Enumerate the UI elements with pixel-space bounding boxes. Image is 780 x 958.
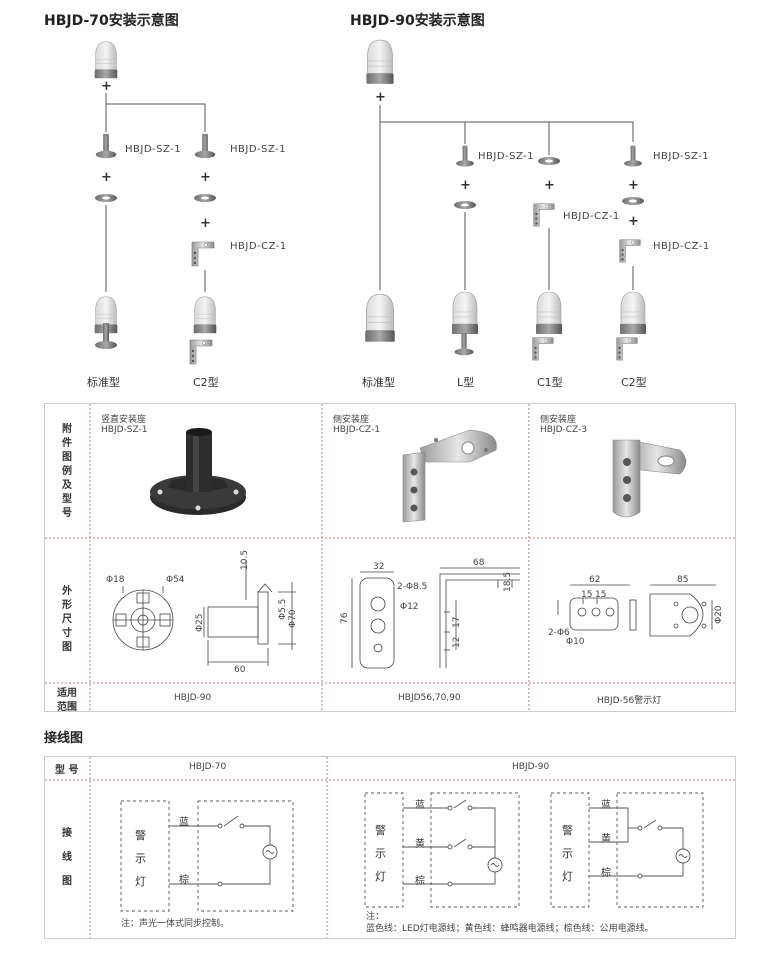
part-label-sz1: HBJD-SZ-1 (653, 151, 710, 162)
lamp-char: 灯 (562, 870, 573, 883)
lamp-char: 灯 (375, 870, 386, 883)
apply-value: HBJD56,70,90 (398, 693, 461, 703)
accessory-name: 侧安装座 (333, 415, 370, 425)
dim-label: Φ18 (106, 575, 125, 585)
plus-sign: + (628, 178, 639, 193)
cz1-photo (402, 429, 497, 523)
accessory-table-frame (44, 403, 736, 712)
wire-label-blue: 蓝 (601, 800, 611, 811)
row-header-apply: 适用范围 (57, 688, 77, 713)
hbjd70-install-title: HBJD-70安装示意图 (44, 13, 179, 29)
dim-label: 2-Φ8.5 (397, 582, 428, 592)
part-label-cz1: HBJD-CZ-1 (563, 211, 620, 222)
lamp-char: 灯 (135, 875, 146, 888)
dim-label: Φ25 (195, 613, 205, 632)
dim-label: 85 (677, 575, 689, 585)
wire-label-yellow: 黄 (601, 834, 611, 845)
dim-label: 15 (595, 590, 607, 600)
dim-label: 2-Φ6 (548, 628, 570, 638)
lamp-char: 警 (562, 824, 573, 837)
plus-sign: + (628, 214, 639, 229)
cz1-dimension-drawing (351, 567, 520, 669)
dim-label: 76 (340, 612, 350, 624)
lamp-char: 警 (135, 829, 146, 842)
note-hbjd90: 蓝色线：LED灯电源线；黄色线：蜂鸣器电源线；棕色线：公用电源线。 (366, 924, 654, 934)
caption-c2: C2型 (621, 376, 647, 389)
lamp-char: 警 (375, 824, 386, 837)
dim-label: 32 (373, 562, 385, 572)
model-header: 型 号 (55, 765, 79, 776)
wiring-header: 接线图 (62, 828, 72, 887)
hbjd70-wiring (120, 800, 294, 912)
plus-sign: + (200, 170, 211, 185)
wire-label-brown: 棕 (601, 868, 611, 879)
hbjd70-install-diagram (94, 41, 217, 365)
dim-label: 15 (581, 590, 593, 600)
part-label-sz1: HBJD-SZ-1 (230, 144, 287, 155)
cz3-photo (612, 439, 687, 518)
hbjd90-header: HBJD-90 (512, 762, 550, 772)
cz3-dimension-drawing (557, 584, 716, 637)
wire-label-brown: 棕 (415, 876, 425, 887)
caption-standard: 标准型 (87, 376, 120, 389)
dim-label: Φ54 (166, 575, 185, 585)
wire-label-brown: 棕 (179, 875, 189, 886)
sz1-dimension-drawing (112, 560, 296, 666)
dim-label: 17 (452, 616, 462, 628)
dim-label: Φ70 (288, 609, 298, 628)
accessory-model: HBJD-CZ-1 (333, 425, 381, 435)
accessory-model: HBJD-CZ-3 (540, 425, 588, 435)
lamp-char: 示 (375, 847, 386, 860)
row-header-dims: 外形尺寸图 (62, 586, 72, 653)
accessory-name: 竖直安装座 (101, 415, 147, 425)
dim-label: Φ10 (566, 637, 585, 647)
dim-label: 10.5 (240, 549, 250, 570)
wire-label-blue: 蓝 (179, 817, 189, 828)
hbjd90-install-diagram (364, 39, 647, 361)
accessory-name: 侧安装座 (540, 415, 577, 425)
lamp-char: 示 (135, 852, 146, 865)
part-label-sz1: HBJD-SZ-1 (125, 144, 182, 155)
dim-label: 60 (234, 665, 246, 675)
lamp-char: 示 (562, 847, 573, 860)
dim-label: Φ5.5 (278, 598, 288, 620)
caption-c2: C2型 (193, 376, 219, 389)
part-label-cz1: HBJD-CZ-1 (230, 241, 287, 252)
hbjd90-install-title: HBJD-90安装示意图 (350, 13, 485, 29)
part-label-sz1: HBJD-SZ-1 (478, 151, 535, 162)
caption-c1: C1型 (537, 376, 563, 389)
caption-standard: 标准型 (362, 376, 395, 389)
plus-sign: + (101, 79, 112, 94)
dim-label: 68 (473, 558, 485, 568)
plus-sign: + (200, 216, 211, 231)
hbjd90-wiring-right (550, 792, 704, 908)
apply-value: HBJD-90 (174, 693, 212, 703)
dim-label: 18.5 (503, 571, 513, 592)
hbjd90-wiring-left (364, 792, 520, 908)
row-header-figures: 附件图例及型号 (62, 424, 72, 519)
wire-label-blue: 蓝 (415, 800, 425, 811)
plus-sign: + (101, 170, 112, 185)
note-hbjd90-title: 注： (366, 912, 385, 922)
wire-label-yellow: 黄 (415, 839, 425, 850)
wiring-table-frame (44, 756, 736, 939)
wiring-title: 接线图 (44, 731, 84, 746)
part-label-cz1: HBJD-CZ-1 (653, 241, 710, 252)
apply-value: HBJD-56警示灯 (597, 696, 662, 706)
dim-label: Φ12 (400, 602, 419, 612)
hbjd70-header: HBJD-70 (189, 762, 227, 772)
caption-l: L型 (457, 376, 475, 389)
dim-label: Φ20 (714, 605, 724, 624)
accessory-model: HBJD-SZ-1 (101, 425, 148, 435)
note-hbjd70: 注：声光一体式同步控制。 (121, 919, 230, 929)
plus-sign: + (460, 178, 471, 193)
dim-label: 62 (589, 575, 601, 585)
plus-sign: + (375, 90, 386, 105)
plus-sign: + (544, 178, 555, 193)
sz1-photo (150, 428, 246, 515)
dim-label: 12 (452, 636, 462, 648)
